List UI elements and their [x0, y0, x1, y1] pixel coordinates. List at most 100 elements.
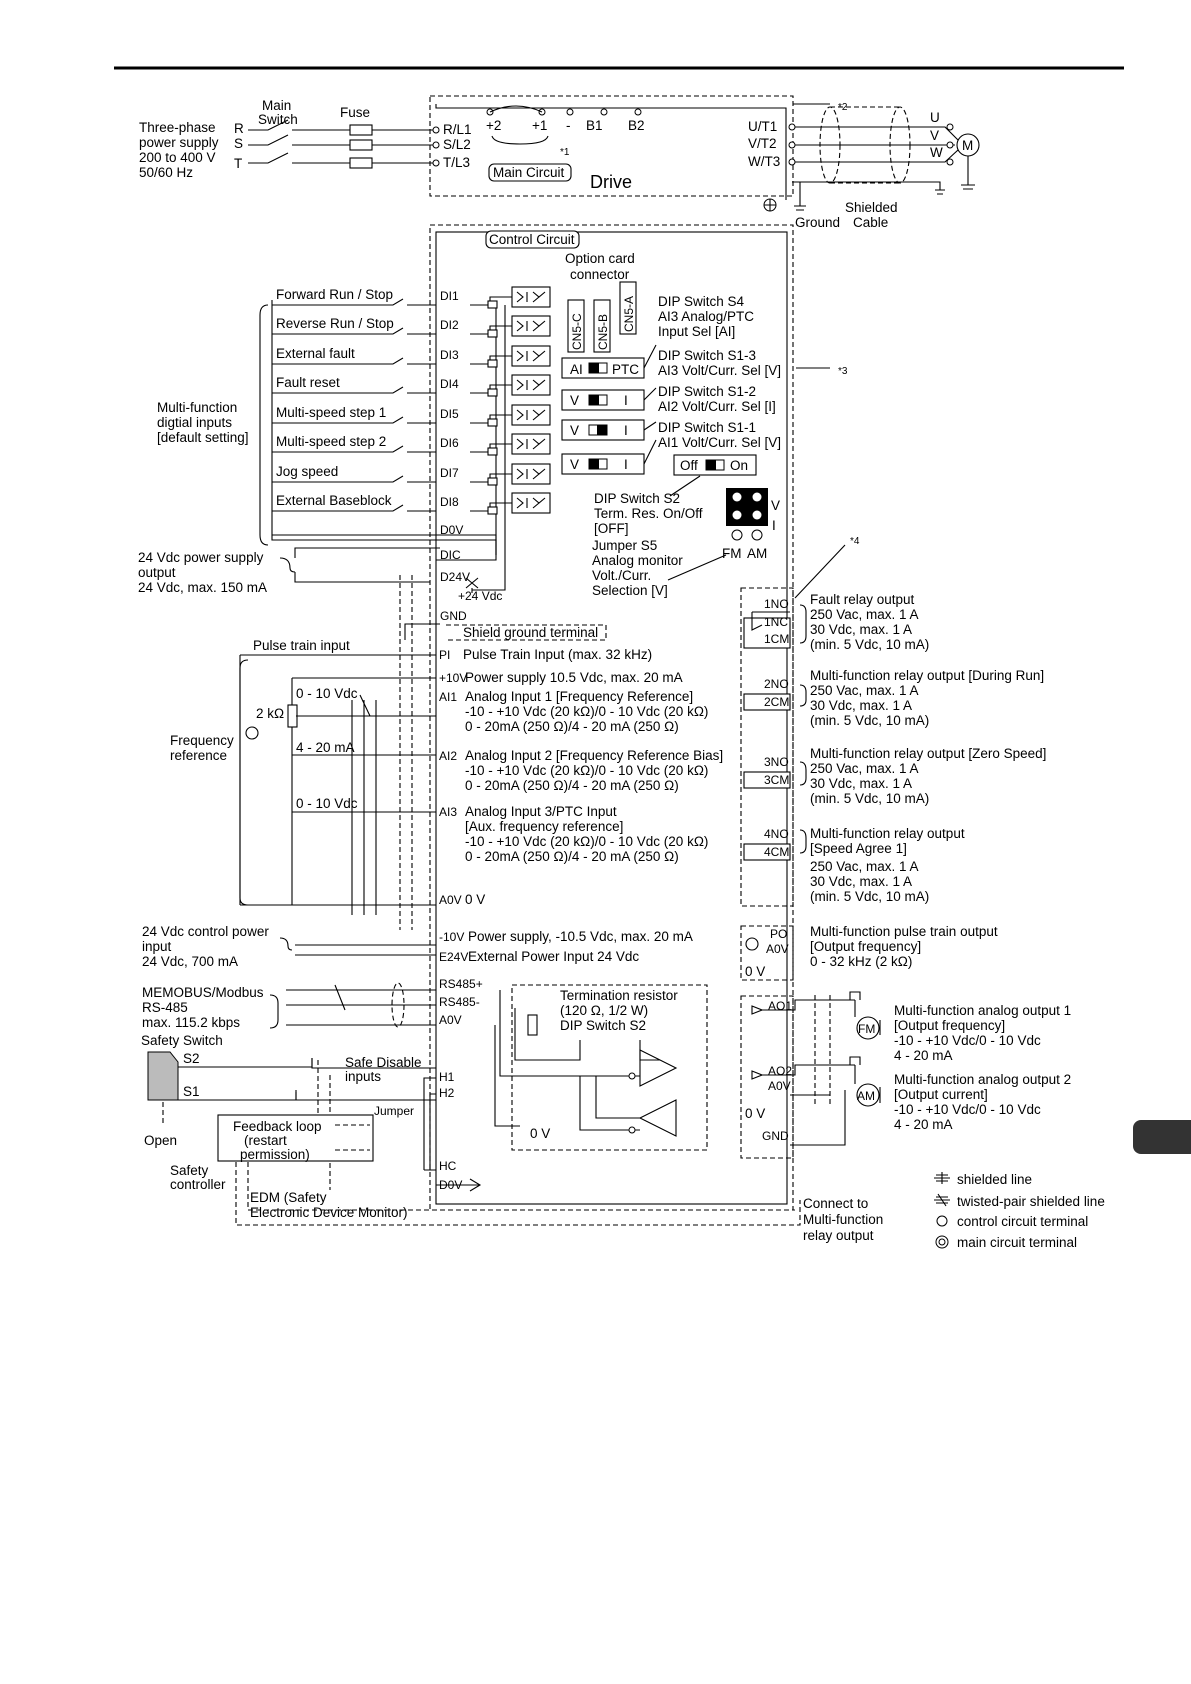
legend-shielded: shielded line: [957, 1172, 1032, 1187]
di-label-7: Jog speed: [276, 464, 338, 479]
di-term-1: DI1: [440, 289, 459, 303]
legend-twisted: twisted-pair shielded line: [957, 1194, 1105, 1209]
jumper-label: Jumper: [374, 1104, 414, 1118]
di-label-5: Multi-speed step 1: [276, 405, 386, 420]
ai3-desc: Analog Input 3/PTC Input[Aux. frequency …: [465, 804, 708, 864]
output-wt3: W/T3: [748, 154, 780, 169]
di-label-6: Multi-speed step 2: [276, 434, 386, 449]
range-2: 4 - 20 mA: [296, 740, 355, 755]
a0v-term: A0V: [439, 893, 462, 907]
plus10v-desc: Power supply 10.5 Vdc, max. 20 mA: [465, 670, 683, 685]
range-3: 0 - 10 Vdc: [296, 796, 358, 811]
po-a0v: A0V: [766, 942, 789, 956]
r4-cm: 4CM: [764, 845, 789, 859]
rs485-plus: RS485+: [439, 977, 483, 991]
di-label-4: Fault reset: [276, 375, 340, 390]
switch-ai: AI: [570, 362, 583, 377]
di-term-5: DI5: [440, 407, 459, 421]
di-term-2: DI2: [440, 318, 459, 332]
phase-r: R: [234, 121, 244, 136]
legend: shielded line twisted-pair shielded line…: [934, 1172, 1105, 1250]
dc-term-plus2: +2: [486, 118, 501, 133]
connector-cn5b: CN5-B: [596, 314, 610, 350]
ao-zero-v: 0 V: [745, 1106, 765, 1121]
switch-v-1: V: [570, 393, 579, 408]
e24v-term: E24V: [439, 950, 468, 964]
dc-term-b2: B2: [628, 118, 645, 133]
r3-no: 3NO: [764, 755, 789, 769]
phase-t: T: [234, 156, 242, 171]
dc-term-plus1: +1: [532, 118, 547, 133]
control-circuit-label: Control Circuit: [489, 232, 575, 247]
legend-control-term: control circuit terminal: [957, 1214, 1088, 1229]
pi-desc: Pulse Train Input (max. 32 kHz): [463, 647, 652, 662]
po-desc: Multi-function pulse train output[Output…: [810, 924, 998, 969]
note-1: *1: [560, 147, 570, 158]
motor-output-section: *2 U/T1 V/T2 W/T3 U V W M Ground Shielde…: [748, 102, 980, 230]
ai1-desc: Analog Input 1 [Frequency Reference]-10 …: [465, 689, 708, 734]
r3-desc: Multi-function relay output [Zero Speed]…: [810, 746, 1046, 806]
fm-meter: FM: [858, 1022, 875, 1036]
di-term-6: DI6: [440, 436, 459, 450]
r3-cm: 3CM: [764, 773, 789, 787]
output-vt2: V/T2: [748, 136, 777, 151]
phase-s: S: [234, 136, 243, 151]
fault-1nc: 1NC: [764, 615, 788, 629]
s5-am: AM: [747, 546, 767, 561]
chapter-tab: [1133, 1120, 1191, 1154]
fault-1no: 1NO: [764, 597, 789, 611]
legend-main-term: main circuit terminal: [957, 1235, 1077, 1250]
di-term-d24v: D24V: [440, 570, 470, 584]
ai2-term: AI2: [439, 749, 457, 763]
switch-off: Off: [680, 458, 698, 473]
e24v-desc: External Power Input 24 Vdc: [468, 949, 639, 964]
pulse-train-label: Pulse train input: [253, 638, 350, 653]
ao1-desc: Multi-function analog output 1[Output fr…: [894, 1003, 1071, 1063]
drive-label: Drive: [590, 172, 632, 192]
comm-a0v: A0V: [439, 1013, 462, 1027]
connector-cn5c: CN5-C: [570, 313, 584, 350]
output-ut1: U/T1: [748, 119, 777, 134]
po-term: PO: [770, 927, 787, 941]
h2-term: H2: [439, 1086, 455, 1100]
main-circuit-label: Main Circuit: [493, 165, 565, 180]
ai3-term: AI3: [439, 805, 457, 819]
s5-v: V: [771, 498, 780, 513]
motor-w: W: [930, 145, 943, 160]
motor-u: U: [930, 110, 940, 125]
note-4: *4: [850, 536, 860, 547]
analog-section: GND Shield ground terminal Pulse train i…: [142, 575, 723, 969]
motor-symbol: M: [962, 138, 973, 153]
optocouplers: [470, 286, 551, 555]
switch-ptc: PTC: [612, 362, 639, 377]
note-3: *3: [838, 366, 848, 377]
input-tl3: T/L3: [443, 155, 470, 170]
switch-v-3: V: [570, 457, 579, 472]
r4-no: 4NO: [764, 827, 789, 841]
motor-v: V: [930, 128, 939, 143]
ao-gnd: GND: [762, 1129, 789, 1143]
plus24-label: +24 Vdc: [458, 589, 502, 603]
switch-on: On: [730, 458, 748, 473]
resistor-label: 2 kΩ: [256, 706, 284, 721]
r2-cm: 2CM: [764, 695, 789, 709]
safety-s1: S1: [183, 1084, 200, 1099]
range-1: 0 - 10 Vdc: [296, 686, 358, 701]
minus10v-term: -10V: [439, 930, 464, 944]
s5-i: I: [772, 518, 776, 533]
